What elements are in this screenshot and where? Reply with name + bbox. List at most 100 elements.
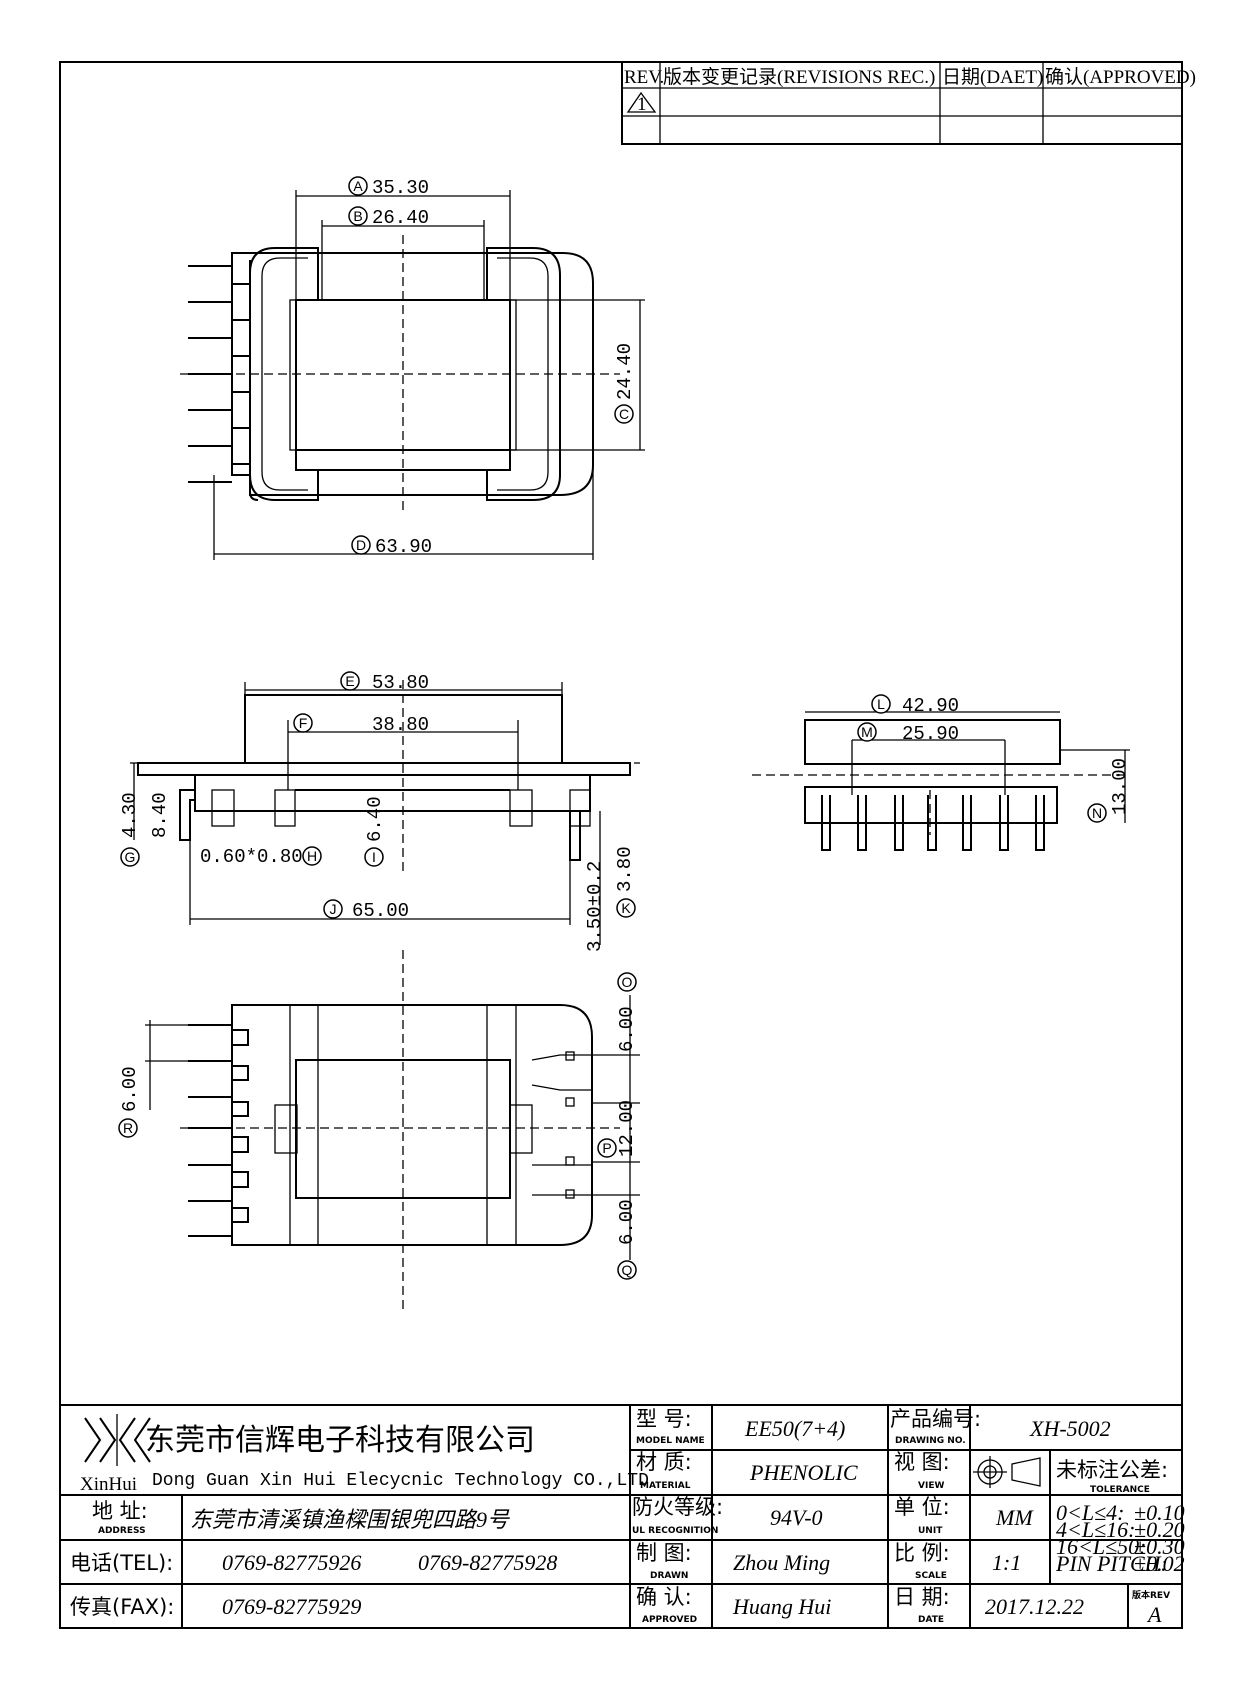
tolerance-label-en: TOLERANCE [1090,1485,1150,1495]
label-P: P [602,1140,611,1156]
side-view: L 42.90 M 25.90 N 13.00 [752,694,1131,851]
date-value: 2017.12.22 [985,1594,1084,1619]
label-B: B [353,208,362,224]
scale-value: 1:1 [992,1550,1021,1575]
front-view: E 53.80 F 38.80 G 4.30 8.40 0.60*0.80 H … [119,671,640,952]
bottom-view: O 6.00 P 12.00 6.00 Q 6.00 R [118,950,640,1310]
dim-G2: 8.40 [149,792,171,838]
revision-table: REV. 版本变更记录(REVISIONS REC.) 日期(DAET) 确认(… [621,61,1196,145]
label-M: M [861,724,873,740]
label-J: J [330,901,337,917]
tol-3: 16<L≤50: [1056,1534,1146,1559]
tel-2: 0769-82775928 [418,1550,557,1575]
tol-1-value: ±0.10 [1134,1500,1185,1525]
label-A: A [353,178,363,194]
rev-label: 版本REV [1131,1589,1170,1601]
unit-label-en: UNIT [918,1526,943,1536]
dim-N: 13.00 [1109,758,1131,815]
label-I: I [372,849,376,865]
label-F: F [299,715,308,731]
tol-4: PIN PITCH: [1055,1551,1168,1576]
dim-O: 6.00 [616,1006,638,1052]
dim-K2: 3.50±0.2 [584,861,606,952]
projection-symbol-icon [973,1456,1041,1488]
model-label-en: MODEL NAME [636,1436,705,1446]
dim-G: 4.30 [119,792,141,838]
label-G: G [125,849,136,865]
approved-label-en: APPROVED [642,1615,697,1625]
approved-header: 确认(APPROVED) [1045,66,1196,88]
model-value: EE50(7+4) [744,1416,845,1441]
date-header: 日期(DAET) [942,66,1043,88]
tol-3-value: ±0.30 [1134,1534,1185,1559]
label-O: O [622,974,633,990]
fire-label-en: UL RECOGNITION [632,1526,718,1536]
logo-text: XinHui [80,1474,137,1495]
dim-E: 53.80 [372,672,429,694]
date-label: 日 期: [894,1585,950,1609]
view-label-en: VIEW [918,1481,944,1491]
dim-B: 26.40 [372,207,429,229]
label-L: L [877,696,885,712]
dim-J: 65.00 [352,900,409,922]
address-label-en: ADDRESS [98,1526,146,1536]
approved-value: Huang Hui [732,1594,831,1619]
dim-D: 63.90 [375,536,432,558]
label-E: E [345,673,354,689]
title-block: XinHui 东莞市信辉电子科技有限公司 Dong Guan Xin Hui E… [59,1404,1185,1629]
tel-1: 0769-82775926 [222,1550,361,1575]
dim-Q: 6.00 [616,1199,638,1245]
top-view-pins [188,265,250,483]
dim-A: 35.30 [372,177,429,199]
revisions-header: 版本变更记录(REVISIONS REC.) [663,66,935,88]
company-name-en: Dong Guan Xin Hui Elecycnic Technology C… [152,1471,649,1491]
material-label-en: MATERIAL [640,1481,691,1491]
side-view-pins [821,795,1045,851]
label-R: R [123,1120,133,1136]
drawing-no-label-en: DRAWING NO. [895,1436,966,1446]
label-D: D [356,537,366,553]
tol-2: 4<L≤16: [1056,1517,1135,1542]
dim-R: 6.00 [119,1066,141,1112]
label-K: K [621,900,631,916]
company-name-cn: 东莞市信辉电子科技有限公司 [145,1423,535,1458]
tol-2-value: ±0.20 [1134,1517,1185,1542]
material-value: PHENOLIC [749,1460,858,1485]
fax-value: 0769-82775929 [222,1594,361,1619]
dim-C: 24.40 [614,343,636,400]
drawing-no-value: XH-5002 [1029,1416,1111,1441]
unit-value: MM [995,1505,1034,1530]
tol-4-value: ±0.02 [1134,1551,1185,1576]
material-label: 材 质: [636,1450,692,1474]
fire-label: 防火等级: [632,1495,723,1519]
bottom-view-pins [188,1024,249,1237]
dim-F: 38.80 [372,714,429,736]
label-H: H [307,848,317,864]
dim-P: 12.00 [616,1100,638,1157]
address-value: 东莞市清溪镇渔樑围银兜四路9号 [190,1507,510,1532]
tol-1: 0<L≤4: [1056,1500,1124,1525]
model-label: 型 号: [636,1407,692,1431]
drawn-value: Zhou Ming [733,1550,830,1575]
drawn-label-en: DRAWN [650,1571,688,1581]
drawn-label: 制 图: [636,1541,692,1565]
revision-number: 1 [637,94,647,115]
scale-label-en: SCALE [915,1571,947,1581]
revision-triangle-icon [626,91,657,113]
fax-label: 传真(FAX): [70,1595,174,1619]
rev-value: A [1146,1602,1162,1627]
approved-label: 确 认: [636,1585,692,1609]
address-label: 地 址: [92,1499,148,1523]
label-C: C [619,406,629,422]
label-Q: Q [622,1262,633,1278]
scale-label: 比 例: [894,1541,950,1565]
dim-K: 3.80 [614,846,636,892]
label-N: N [1092,805,1102,821]
dim-H: 0.60*0.80 [200,846,303,868]
tel-label: 电话(TEL): [70,1551,173,1575]
tolerance-label: 未标注公差: [1056,1458,1168,1482]
date-label-en: DATE [918,1615,944,1625]
drawing-no-label: 产品编号: [890,1407,981,1431]
top-view: A 35.30 B 26.40 C 24.40 D 63.90 [180,176,645,560]
